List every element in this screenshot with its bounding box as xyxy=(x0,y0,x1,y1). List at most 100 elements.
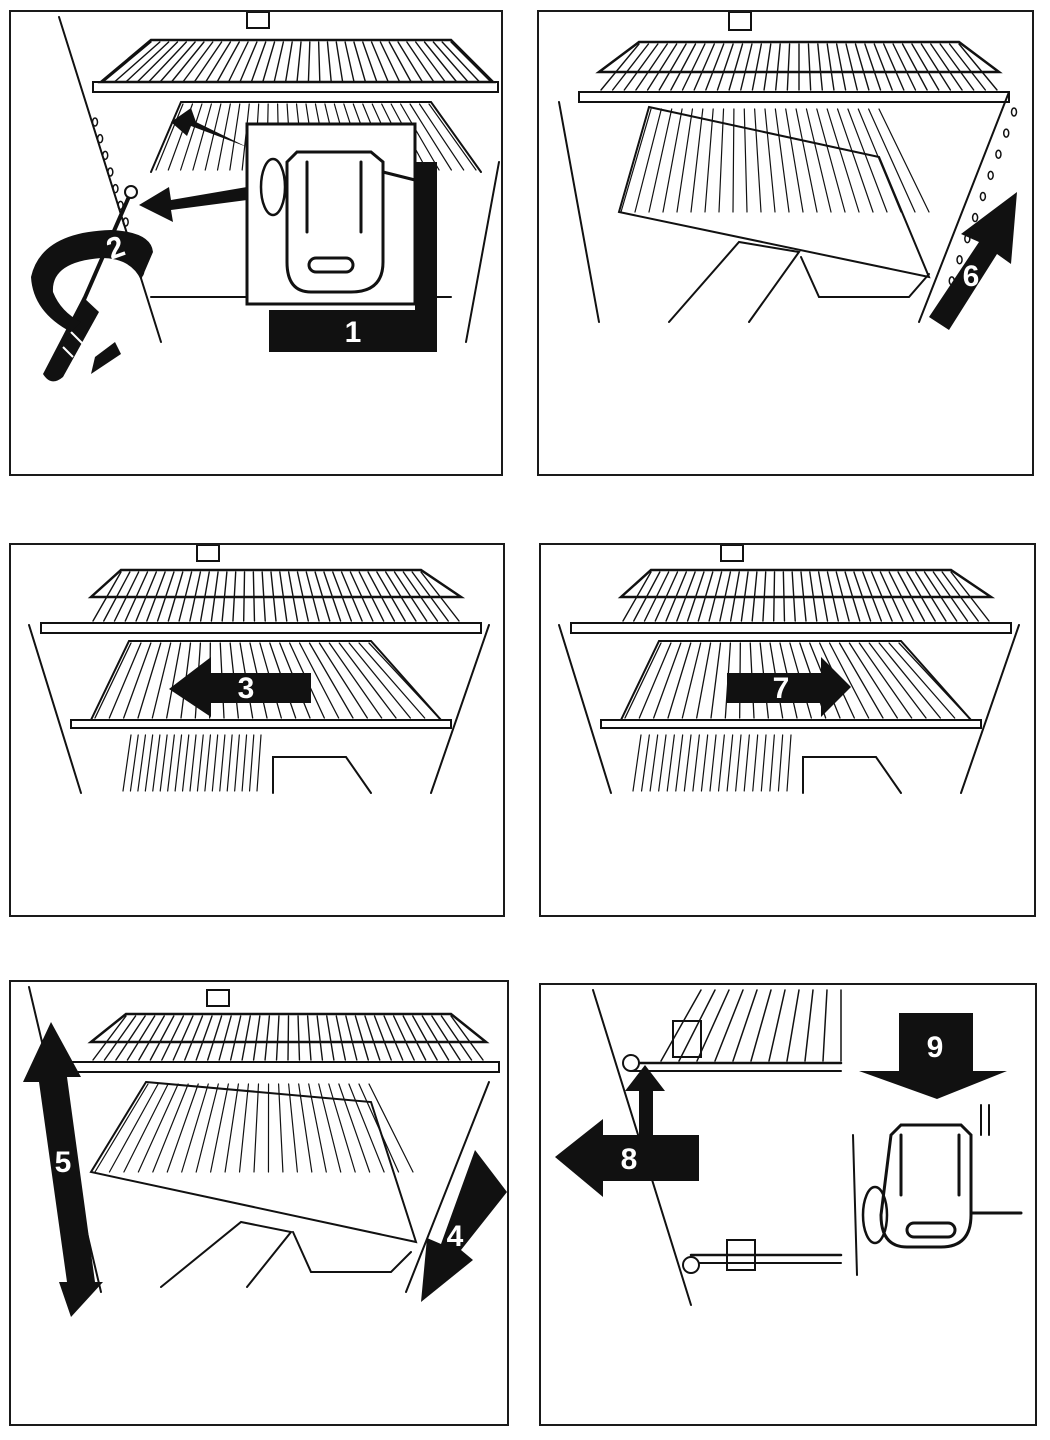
shelf-rod xyxy=(697,643,711,718)
shelf-rod xyxy=(389,42,411,82)
rail-hole xyxy=(980,192,985,200)
shelf-rod xyxy=(139,1016,164,1060)
shelf-rod xyxy=(308,1016,311,1060)
panel-a-illustration: 1 2 xyxy=(11,12,503,476)
shelf-rod xyxy=(231,1016,241,1060)
shelf-rod xyxy=(205,735,211,791)
arrow-up-icon xyxy=(625,1065,665,1137)
shelf-rod xyxy=(150,1016,173,1060)
shelf-rod xyxy=(265,1016,269,1060)
step-7-label: 7 xyxy=(773,672,790,705)
shelf-rod xyxy=(823,990,827,1061)
panel-steps-1-2: 1 2 xyxy=(9,10,503,476)
shelf-rod xyxy=(764,44,771,90)
shelf-rod xyxy=(211,1084,229,1172)
shelf-rod xyxy=(786,109,803,212)
shelf-rod xyxy=(329,643,381,718)
shelf-rod xyxy=(849,643,897,718)
step-6-label: 6 xyxy=(963,260,980,293)
shelf-rod xyxy=(744,735,749,791)
shelf-rod xyxy=(683,44,705,90)
panel-step-3: 3 xyxy=(9,543,505,917)
shelf-rod xyxy=(345,42,354,82)
shelf-rod xyxy=(796,109,817,212)
shelf-rod xyxy=(263,42,275,82)
shelf-rod xyxy=(893,44,915,90)
shelf-rod xyxy=(182,1084,209,1172)
top-shelf xyxy=(41,570,481,633)
shelf-rod xyxy=(650,735,658,791)
shelf-rod xyxy=(413,1016,437,1060)
rail-hole xyxy=(93,118,98,126)
shelf-rod xyxy=(152,643,170,718)
shelf-rod xyxy=(715,990,743,1061)
shelf-rod xyxy=(242,1016,250,1060)
shelf-rod xyxy=(160,735,167,791)
shelf-rod xyxy=(251,42,265,82)
tilted-shelf xyxy=(91,1082,416,1242)
shelf-rod xyxy=(274,42,283,82)
step-8-label: 8 xyxy=(621,1143,638,1176)
shelf-rod xyxy=(240,42,257,82)
shelf-rod xyxy=(787,735,791,791)
shelf-rod xyxy=(667,735,674,791)
shelf-rod xyxy=(950,44,986,90)
shelf-rod xyxy=(719,735,725,791)
shelf-rod xyxy=(380,42,399,82)
shelf-rod xyxy=(242,735,246,791)
shelf-rod xyxy=(336,42,342,82)
shelf-rod xyxy=(185,1016,203,1060)
shelf-rod xyxy=(346,1016,357,1060)
top-shelf xyxy=(93,40,498,92)
rail-hole xyxy=(123,218,128,226)
shelf-rod xyxy=(869,109,915,212)
shelf-rod xyxy=(661,990,701,1061)
shelf-rod xyxy=(355,1016,368,1060)
shelf-rod xyxy=(403,1016,425,1060)
top-shelf xyxy=(571,570,1011,633)
pointer-arrow-icon xyxy=(139,187,247,222)
shelf-rod xyxy=(621,109,651,212)
shelf-closeup xyxy=(623,990,841,1273)
shelf-rod xyxy=(808,44,810,90)
shelf-rod xyxy=(679,990,715,1061)
shelf-rod xyxy=(168,735,175,791)
shelf-rod xyxy=(354,42,366,82)
shelf-rod xyxy=(770,735,774,791)
panel-e-illustration: 5 4 xyxy=(11,982,509,1426)
shelf-rod xyxy=(190,735,196,791)
shelf-rod xyxy=(183,735,189,791)
rail-hole xyxy=(1012,108,1017,116)
shelf-rod xyxy=(230,104,240,170)
shelf-rod xyxy=(319,42,320,82)
shelf-rod xyxy=(162,1016,184,1060)
shelf-rod xyxy=(903,44,928,90)
shelf-rod xyxy=(783,572,784,621)
shelf-rod xyxy=(160,42,195,82)
shelf-rod xyxy=(257,735,261,791)
shelf-rod xyxy=(684,735,691,791)
shelf-rod xyxy=(874,44,892,90)
shelf-rod xyxy=(384,1016,403,1060)
shelf-rod xyxy=(635,109,661,212)
shelf-rod xyxy=(124,1084,168,1172)
shelf-rod xyxy=(225,1084,238,1172)
shelf-rod xyxy=(805,990,813,1061)
shelf-rod xyxy=(217,42,239,82)
shelf-rod xyxy=(787,44,789,90)
shelf-rod xyxy=(727,735,733,791)
shelf-rod xyxy=(642,735,650,791)
shelf-rod xyxy=(765,109,775,212)
shelf-rod xyxy=(317,1016,322,1060)
bracket-detail xyxy=(853,1105,1021,1275)
step-4-label: 4 xyxy=(447,1220,464,1253)
rail-hole xyxy=(988,171,993,179)
rail-hole xyxy=(98,135,103,143)
shelf-rod xyxy=(336,1016,345,1060)
shelf-rod xyxy=(193,104,211,170)
shelf-rod xyxy=(840,643,884,718)
shelf-rod xyxy=(126,42,169,82)
panel-f-illustration: 8 9 xyxy=(541,985,1037,1426)
panel-step-6: 6 xyxy=(537,10,1034,476)
shelf-rod xyxy=(682,643,700,718)
